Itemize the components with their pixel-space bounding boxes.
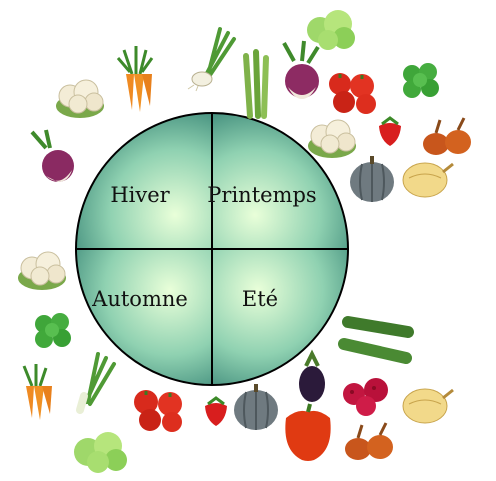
- cauliflower-icon: [308, 119, 356, 158]
- bell-pepper-icon: [285, 403, 331, 461]
- eggplant-icon: [299, 349, 325, 402]
- label-winter: Hiver: [110, 183, 170, 207]
- lettuce-icon: [307, 10, 355, 50]
- quadrant-autumn: [76, 249, 212, 385]
- strawberry-icon: [205, 396, 227, 426]
- tomatoes-icon: [329, 73, 376, 114]
- leek-icon: [76, 352, 116, 414]
- tomatoes-icon: [134, 390, 182, 432]
- shallots-icon: [345, 422, 393, 460]
- quadrant-summer: [212, 249, 348, 385]
- onion-icon: [402, 388, 454, 424]
- raspberries-icon: [343, 378, 388, 416]
- quadrant-winter: [76, 113, 212, 249]
- turnip-icon: [282, 40, 320, 99]
- squash-icon: [350, 156, 394, 202]
- turnip-icon: [30, 129, 74, 182]
- carrots-icon: [116, 46, 154, 112]
- carrots-icon: [22, 364, 52, 420]
- squash-icon: [234, 384, 278, 430]
- onion-icon: [402, 162, 454, 198]
- parsley-icon: [35, 313, 71, 348]
- quadrant-spring: [212, 113, 348, 249]
- parsley-icon: [403, 63, 439, 98]
- cauliflower-icon: [18, 251, 66, 290]
- label-summer: Eté: [242, 287, 278, 311]
- spring-onion-icon: [187, 27, 236, 92]
- strawberry-icon: [379, 116, 401, 146]
- asparagus-icon: [243, 49, 269, 119]
- label-spring: Printemps: [207, 183, 316, 207]
- cauliflower-icon: [56, 79, 104, 118]
- lettuce-icon: [74, 432, 127, 473]
- label-autumn: Automne: [91, 287, 188, 311]
- zucchini-icon: [338, 316, 414, 364]
- shallots-icon: [423, 117, 471, 155]
